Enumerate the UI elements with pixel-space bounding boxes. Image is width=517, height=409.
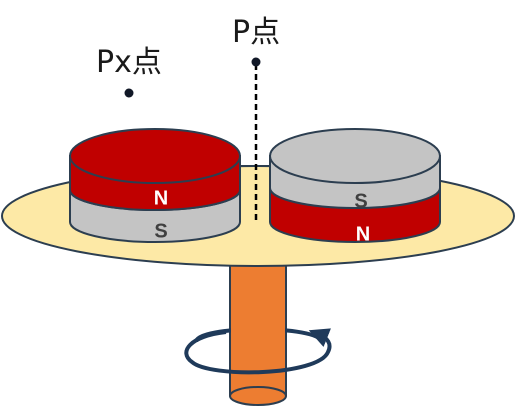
px-point-dot (124, 88, 134, 98)
p-point-label: P点 (232, 15, 280, 50)
left-magnet-top-pole: N (154, 187, 168, 209)
p-point-dot (251, 57, 261, 67)
magnet-right: S N (269, 128, 441, 245)
right-magnet-top-pole: S (354, 190, 367, 212)
px-point-label: Px点 (96, 45, 162, 80)
right-magnet-bottom-pole: N (356, 223, 370, 245)
rotation-arrow-icon (184, 328, 332, 375)
left-magnet-bottom-pole: S (154, 220, 167, 242)
magnet-left: N S (69, 128, 241, 243)
